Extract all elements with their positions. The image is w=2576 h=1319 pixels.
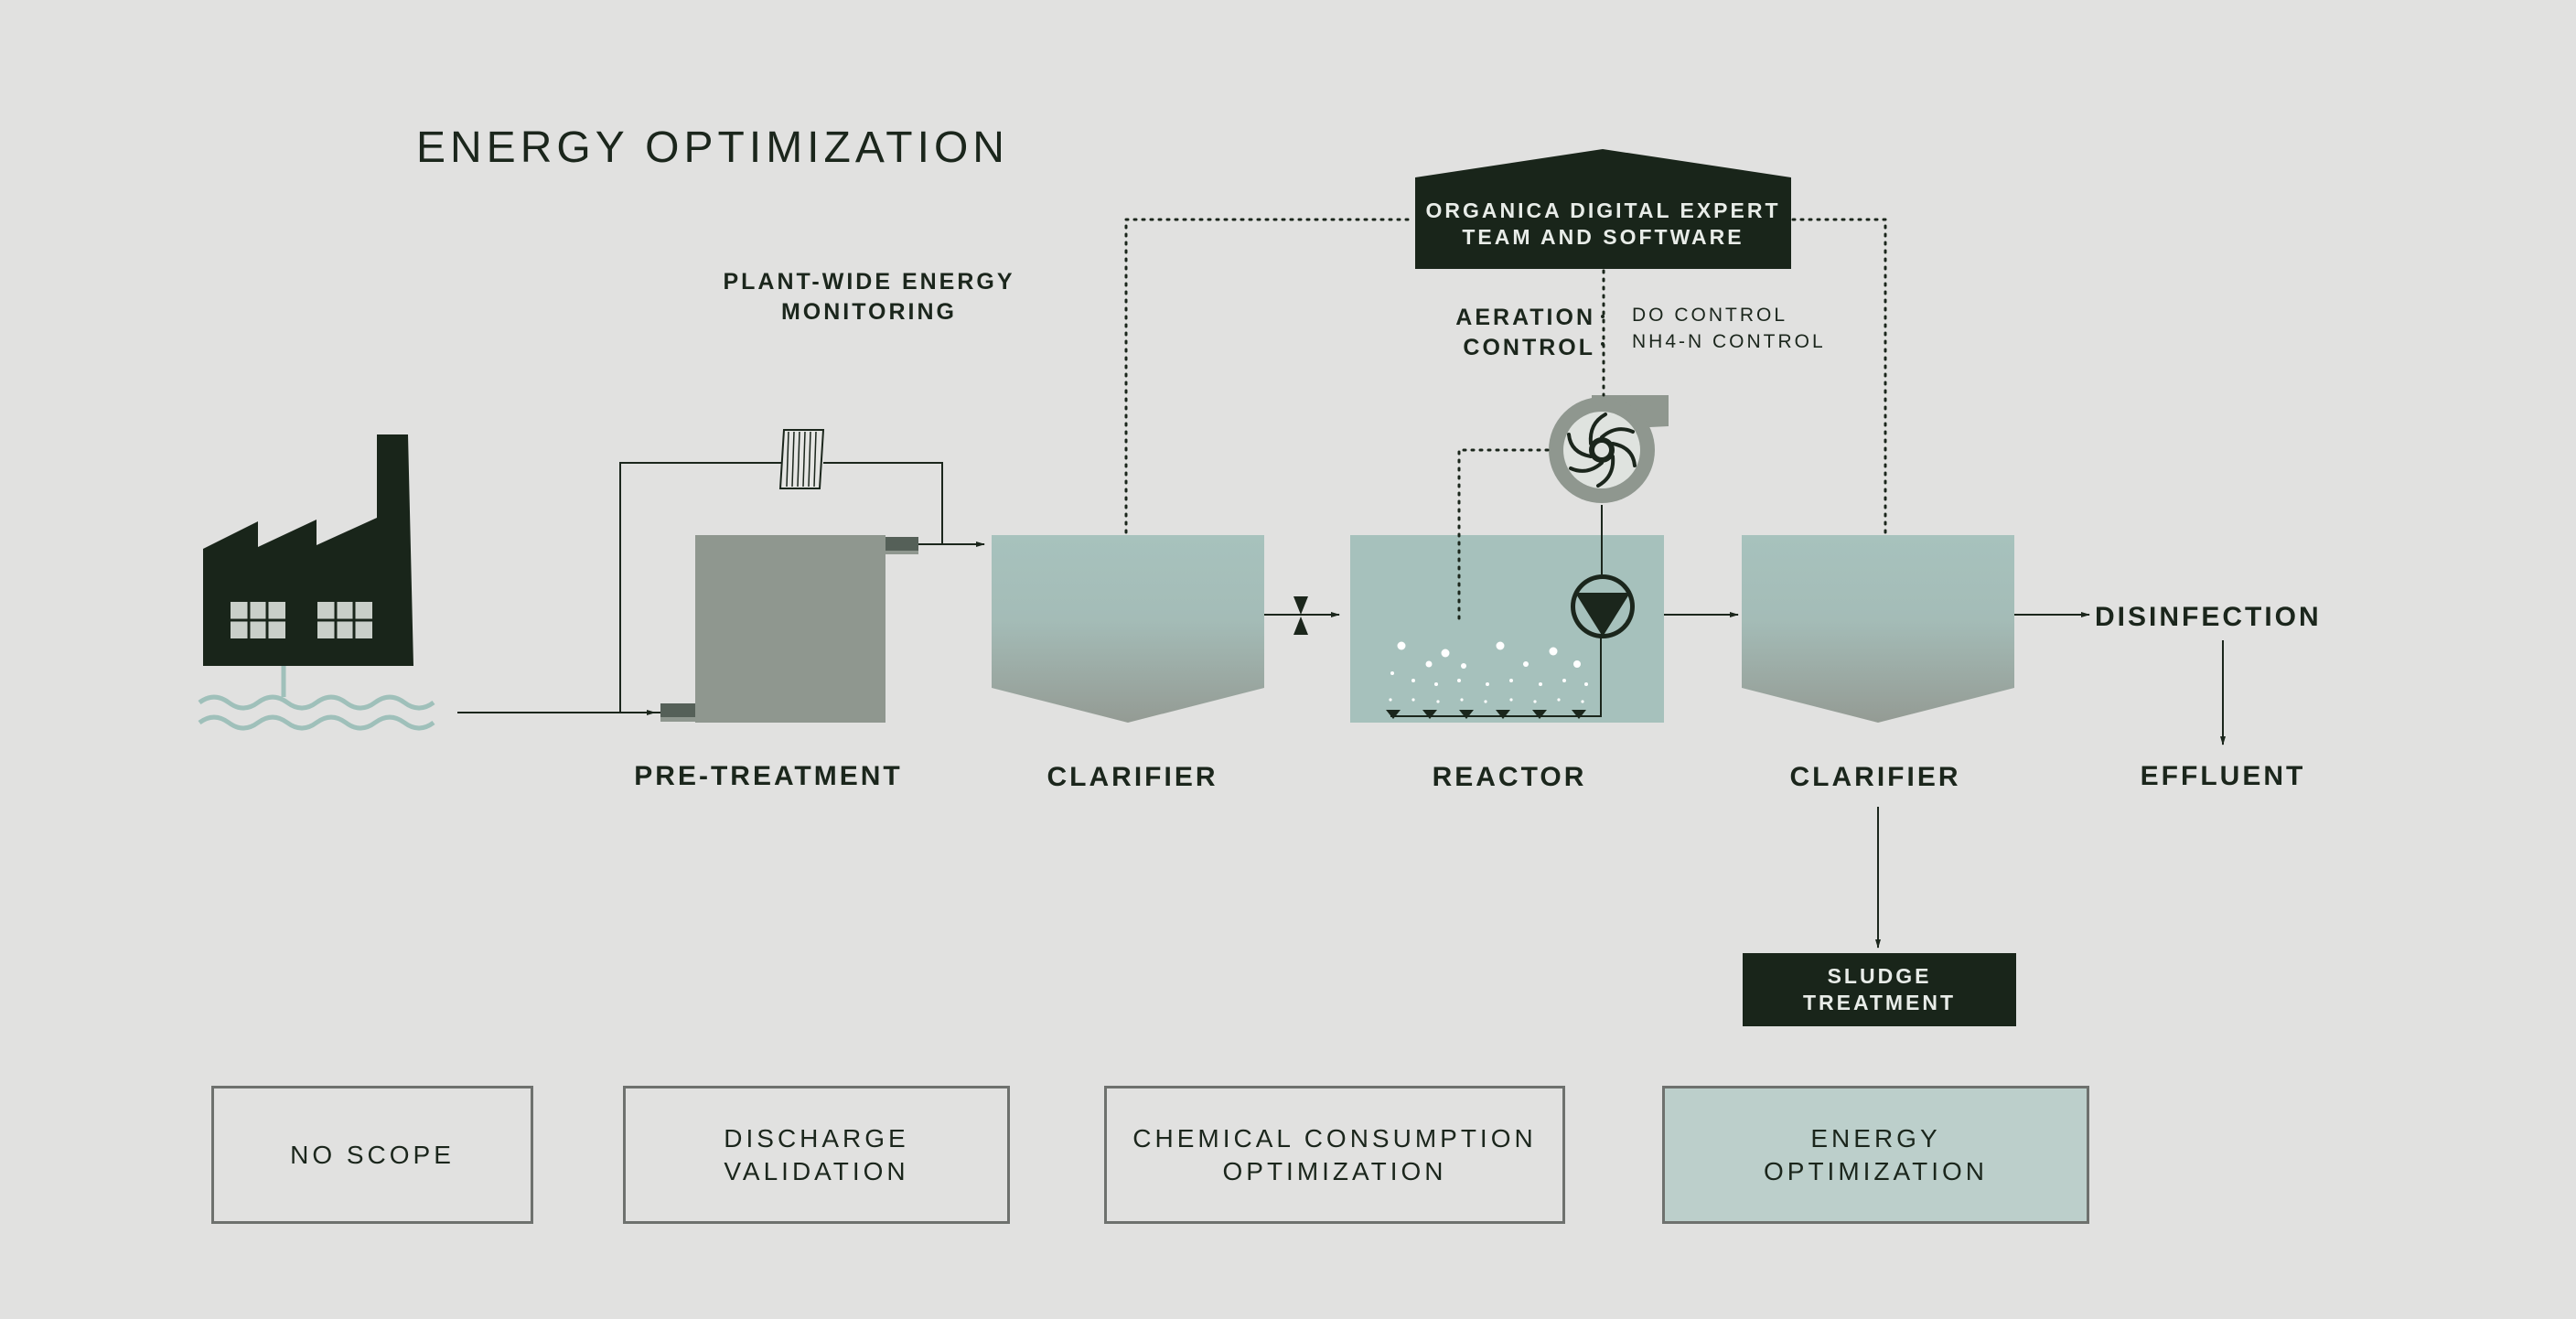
effluent-label: EFFLUENT [2140, 761, 2306, 791]
sludge-treatment-box [1743, 953, 2016, 1026]
control-signal-lines [1124, 218, 1887, 622]
scope-button-no-scope[interactable]: NO SCOPE [211, 1086, 533, 1224]
stage-clarifier-2-label: CLARIFIER [1789, 762, 1961, 792]
scope-button-discharge-validation[interactable]: DISCHARGE VALIDATION [623, 1086, 1010, 1224]
clarifier-2-tank [1742, 535, 2014, 723]
scope-button-chemical-consumption[interactable]: CHEMICAL CONSUMPTION OPTIMIZATION [1104, 1086, 1565, 1224]
valve-icon [1293, 596, 1308, 635]
stage-clarifier-1-label: CLARIFIER [1046, 762, 1218, 792]
expert-team-box [1415, 149, 1791, 269]
air-bubbles [1389, 641, 1588, 703]
sludge-treatment-label: SLUDGE TREATMENT [1802, 964, 1957, 1014]
nh4-control-label: NH4-N CONTROL [1632, 331, 1826, 352]
aeration-divider-dots [1601, 315, 1605, 346]
pretreatment-tank [660, 535, 918, 723]
do-control-label: DO CONTROL [1632, 305, 1788, 326]
energy-meter-icon [778, 429, 825, 489]
plant-wide-monitoring-label: PLANT-WIDE ENERGY MONITORING [723, 269, 1015, 325]
stage-reactor-label: REACTOR [1432, 762, 1587, 792]
disinfection-label: DISINFECTION [2095, 602, 2322, 632]
factory-icon [203, 434, 413, 666]
pump-icon [1571, 574, 1635, 638]
water-waves-icon [198, 666, 435, 731]
stage-pretreatment-label: PRE-TREATMENT [634, 761, 903, 791]
blower-icon [1549, 395, 1669, 503]
scope-button-energy-optimization[interactable]: ENERGY OPTIMIZATION [1662, 1086, 2089, 1224]
expert-team-label: ORGANICA DIGITAL EXPERT TEAM AND SOFTWAR… [1425, 198, 1781, 249]
clarifier-1-tank [992, 535, 1264, 723]
page-title: ENERGY OPTIMIZATION [416, 123, 1009, 172]
diffusers [1386, 710, 1586, 719]
aeration-control-label: AERATION CONTROL [1455, 305, 1595, 360]
